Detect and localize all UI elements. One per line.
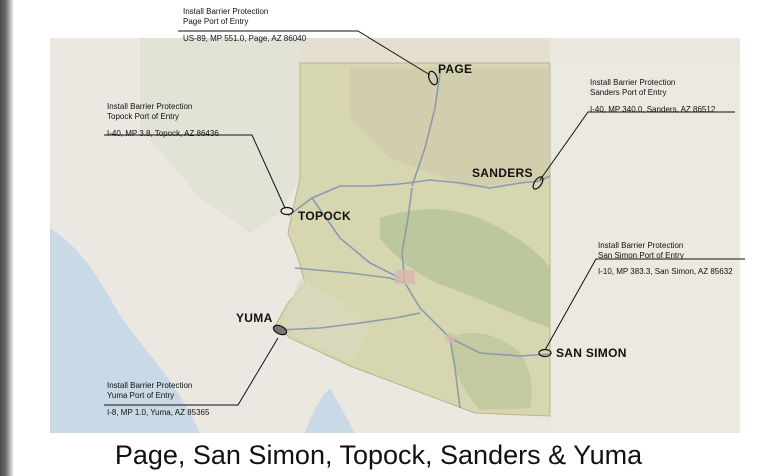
yuma-callout-line1: Install Barrier Protection (107, 381, 193, 390)
arizona-map[interactable] (50, 38, 740, 433)
map-canvas (50, 38, 740, 433)
yuma-label: YUMA (236, 311, 273, 325)
san-simon-callout-address: I-10, MP 383.3, San Simon, AZ 85632 (598, 267, 733, 276)
page-marker (427, 70, 439, 86)
north-plateau-shade (350, 68, 550, 188)
topock-callout: Install Barrier Protection Topock Port o… (107, 102, 219, 139)
san-simon-leader (544, 258, 745, 351)
mogollon-rim-shade (380, 209, 550, 328)
sanders-label: SANDERS (472, 166, 533, 180)
topock-callout-address: I-40, MP 3.8, Topock, AZ 86436 (107, 129, 219, 138)
yuma-callout: Install Barrier Protection Yuma Port of … (107, 381, 209, 418)
sanders-callout-address: I-40, MP 340.0, Sanders, AZ 86512 (590, 105, 716, 114)
topock-label: TOPOCK (298, 209, 351, 223)
us-89 (411, 72, 441, 187)
i-10 (294, 267, 551, 357)
topock-callout-line2: Topock Port of Entry (107, 112, 180, 121)
san-simon-callout-line1: Install Barrier Protection (598, 241, 684, 250)
utah-terrain (300, 38, 550, 63)
page-callout-line2: Page Port of Entry (183, 17, 249, 26)
tucson-metro (445, 333, 455, 343)
topock-marker (280, 206, 294, 216)
page-label: PAGE (438, 62, 473, 76)
page-leader (178, 30, 431, 76)
i-19 (449, 337, 461, 409)
gulf-of-california (305, 388, 355, 433)
sanders-leader (539, 111, 735, 181)
i-17 (401, 187, 413, 284)
yuma-leader (104, 337, 279, 406)
highways (279, 72, 551, 409)
page-callout: Install Barrier Protection Page Port of … (183, 7, 306, 44)
yuma-callout-address: I-8, MP 1.0, Yuma, AZ 85365 (107, 408, 210, 417)
san-simon-label: SAN SIMON (556, 346, 627, 360)
san-simon-callout: Install Barrier Protection San Simon Por… (598, 241, 757, 277)
topock-callout-line1: Install Barrier Protection (107, 102, 193, 111)
topock-leader (104, 134, 286, 209)
page-callout-address: US-89, MP 551.0, Page, AZ 86040 (183, 34, 307, 43)
san-simon-callout-line2: San Simon Port of Entry (598, 251, 684, 260)
window-edge (0, 0, 14, 476)
sanders-callout-line2: Sanders Port of Entry (590, 88, 667, 97)
i-8 (279, 312, 421, 331)
yuma-callout-line2: Yuma Port of Entry (107, 391, 175, 400)
yuma-marker (272, 324, 288, 336)
page-title: Page, San Simon, Topock, Sanders & Yuma (114, 440, 643, 470)
southeast-mountains-shade (450, 333, 532, 410)
southwest-desert-shade (282, 278, 370, 363)
pacific-ocean (50, 228, 200, 433)
us-93 (311, 197, 401, 279)
page-callout-line1: Install Barrier Protection (183, 7, 269, 16)
phoenix-metro (395, 270, 415, 284)
new-mexico-terrain (550, 63, 740, 433)
sanders-callout: Install Barrier Protection Sanders Port … (590, 78, 715, 115)
sanders-callout-line1: Install Barrier Protection (590, 78, 676, 87)
i-40 (287, 175, 551, 217)
